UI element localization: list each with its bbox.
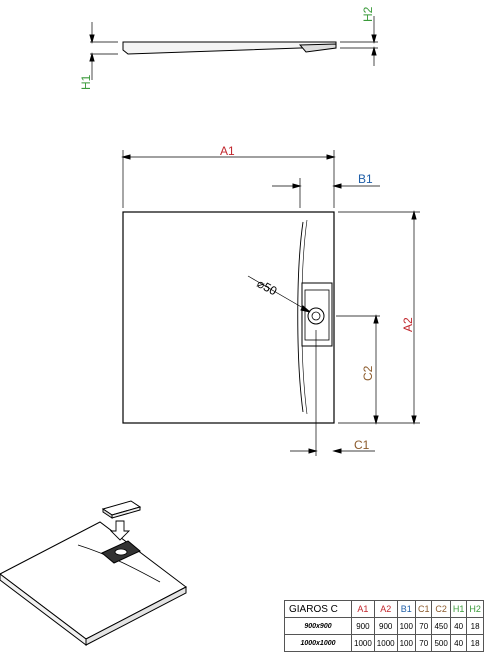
table-cell: 18	[466, 634, 484, 652]
table-cell: 100	[396, 634, 416, 652]
table-cell: 1000	[351, 634, 375, 652]
iso-gutter	[77, 544, 161, 583]
spec-table: GIAROS C A1 A2 B1 C1 C2 H1 H2 900x900 90…	[284, 600, 484, 652]
table-cell: 40	[449, 617, 468, 635]
header-c1: C1	[414, 600, 433, 618]
table-cell: 900	[373, 617, 398, 635]
table-cell: 450	[431, 617, 451, 635]
h2-label: H2	[361, 6, 375, 22]
header-a1: A1	[351, 600, 375, 618]
header-b1: B1	[396, 600, 416, 618]
header-a2: A2	[373, 600, 398, 618]
diameter-label: ⌀50	[255, 276, 280, 298]
table-cell: 1000	[373, 634, 398, 652]
h1-label: H1	[79, 74, 93, 90]
table-row: 900x900 900 900 100 70 450 40 18	[284, 617, 484, 635]
tray-outline	[122, 211, 335, 424]
table-cell: 100	[396, 617, 416, 635]
row-size: 900x900	[284, 617, 352, 635]
down-arrow-icon	[109, 520, 131, 541]
table-cell: 40	[449, 634, 468, 652]
table-row: 1000x1000 1000 1000 100 70 500 40 18	[284, 634, 484, 652]
a1-label: A1	[220, 144, 235, 158]
header-h2: H2	[466, 600, 484, 618]
side-view	[89, 16, 378, 80]
c1-label: C1	[354, 438, 370, 452]
table-cell: 70	[414, 634, 433, 652]
model-name: GIAROS C	[284, 600, 352, 618]
drain-gutter	[297, 221, 304, 413]
tray-top-surface	[0, 521, 187, 640]
isometric-view	[0, 500, 187, 647]
c2-label: C2	[361, 365, 375, 381]
a2-label: A2	[401, 317, 415, 332]
drain-outlet	[307, 307, 325, 325]
table-cell: 500	[431, 634, 451, 652]
top-view	[121, 150, 420, 456]
row-size: 1000x1000	[284, 634, 352, 652]
header-c2: C2	[431, 600, 451, 618]
header-h1: H1	[449, 600, 468, 618]
table-cell: 70	[414, 617, 433, 635]
b1-label: B1	[358, 172, 373, 186]
table-cell: 18	[466, 617, 484, 635]
table-cell: 900	[351, 617, 375, 635]
table-header-row: GIAROS C A1 A2 B1 C1 C2 H1 H2	[284, 600, 484, 618]
